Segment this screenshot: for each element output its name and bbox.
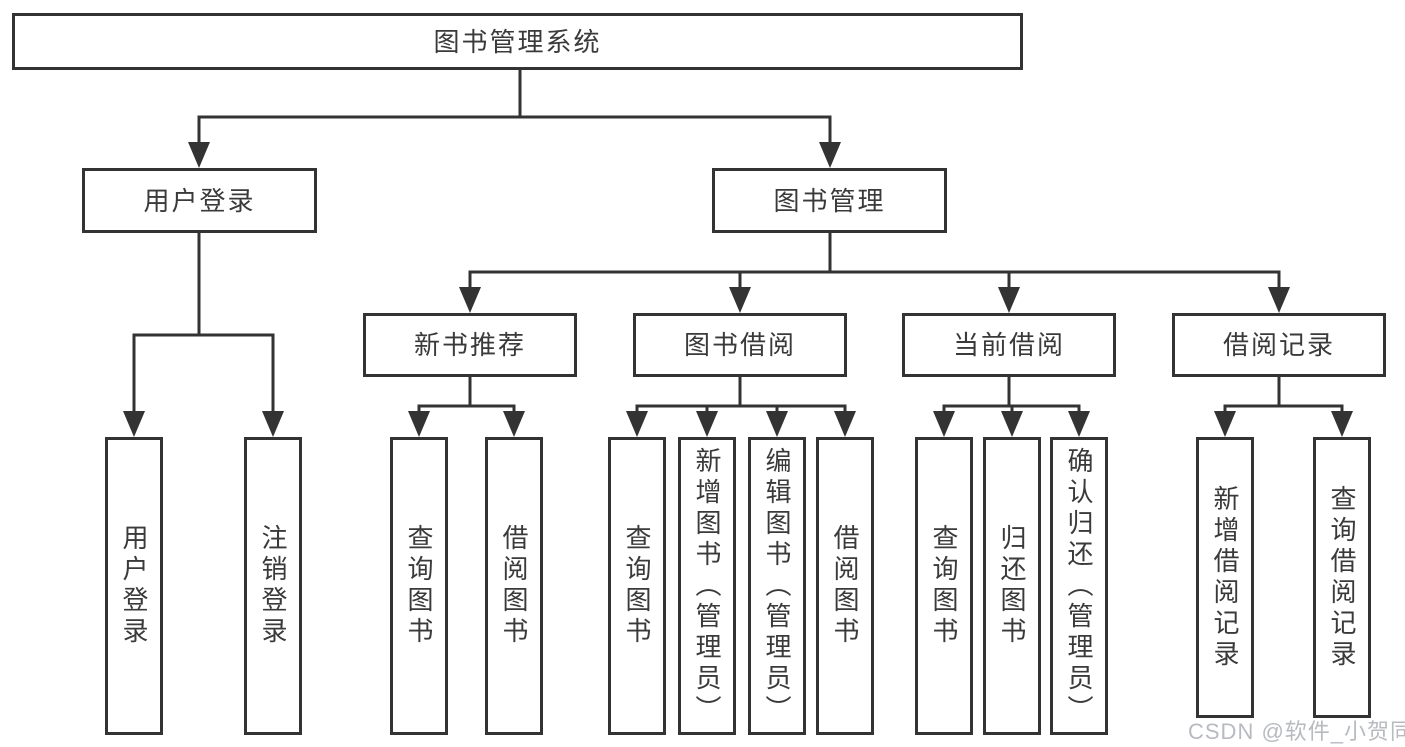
- node-label: 借阅记录: [1222, 330, 1335, 360]
- node-label: 查询图书: [404, 524, 434, 648]
- node-leaf-user-login: 用户登录: [105, 437, 163, 735]
- node-label: 查询借阅记录: [1327, 484, 1357, 671]
- node-leaf-query-books-recommend: 查询图书: [390, 437, 448, 735]
- node-leaf-edit-books-admin: 编辑图书（管理员）: [748, 437, 806, 735]
- node-current-borrowing: 当前借阅: [902, 313, 1116, 377]
- watermark-text: CSDN @软件_小贺同学: [1188, 719, 1405, 744]
- arrowhead-icon: [933, 411, 955, 437]
- arrowhead-icon: [1001, 411, 1023, 437]
- arrowhead-icon: [503, 411, 525, 437]
- arrowhead-icon: [819, 142, 841, 168]
- node-label: 新增借阅记录: [1210, 484, 1240, 671]
- node-label: 注销登录: [258, 524, 288, 648]
- node-label: 新书推荐: [413, 330, 526, 360]
- node-new-book-recommendation: 新书推荐: [363, 313, 577, 377]
- node-user-login: 用户登录: [82, 168, 317, 233]
- connector-new-book-recommendation: [408, 375, 525, 437]
- node-label: 图书借阅: [683, 330, 796, 360]
- node-leaf-add-borrow-record: 新增借阅记录: [1196, 437, 1254, 718]
- node-library-management-system: 图书管理系统: [12, 13, 1023, 70]
- node-label: 查询图书: [929, 524, 959, 648]
- node-label: 编辑图书（管理员）: [762, 446, 792, 726]
- arrowhead-icon: [998, 287, 1020, 313]
- arrowhead-icon: [459, 287, 481, 313]
- node-leaf-logout: 注销登录: [244, 437, 302, 735]
- connector-library-management-system: [188, 68, 841, 168]
- node-label: 用户登录: [143, 185, 256, 216]
- node-leaf-add-books-admin: 新增图书（管理员）: [678, 437, 736, 735]
- node-leaf-confirm-return-admin: 确认归还（管理员）: [1050, 437, 1108, 735]
- arrowhead-icon: [834, 411, 856, 437]
- node-borrowing-records: 借阅记录: [1172, 313, 1386, 377]
- node-leaf-query-books-current: 查询图书: [915, 437, 973, 735]
- node-leaf-return-books: 归还图书: [983, 437, 1041, 735]
- arrowhead-icon: [729, 287, 751, 313]
- node-leaf-query-borrow-record: 查询借阅记录: [1313, 437, 1371, 718]
- node-book-management: 图书管理: [712, 168, 947, 233]
- arrowhead-icon: [262, 411, 284, 437]
- arrowhead-icon: [766, 411, 788, 437]
- arrowhead-icon: [1068, 411, 1090, 437]
- connector-current-borrowing: [933, 375, 1090, 437]
- arrowhead-icon: [408, 411, 430, 437]
- node-label: 用户登录: [119, 524, 149, 648]
- node-label: 借阅图书: [499, 524, 529, 648]
- node-label: 新增图书（管理员）: [692, 446, 722, 726]
- connector-book-management: [459, 231, 1290, 313]
- node-label: 确认归还（管理员）: [1064, 446, 1094, 726]
- node-label: 当前借阅: [952, 330, 1065, 360]
- arrowhead-icon: [626, 411, 648, 437]
- connector-borrowing-records: [1214, 375, 1353, 437]
- arrowhead-icon: [188, 142, 210, 168]
- node-label: 图书管理: [773, 185, 886, 216]
- connector-book-borrowing: [626, 375, 856, 437]
- arrowhead-icon: [1331, 411, 1353, 437]
- node-label: 借阅图书: [830, 524, 860, 648]
- arrowhead-icon: [1214, 411, 1236, 437]
- node-label: 查询图书: [622, 524, 652, 648]
- node-leaf-borrow-books-borrowing: 借阅图书: [816, 437, 874, 735]
- node-leaf-query-books-borrowing: 查询图书: [608, 437, 666, 735]
- node-label: 图书管理系统: [433, 26, 602, 57]
- arrowhead-icon: [1268, 287, 1290, 313]
- arrowhead-icon: [123, 411, 145, 437]
- connector-user-login: [123, 231, 284, 437]
- node-label: 归还图书: [997, 524, 1027, 648]
- node-book-borrowing: 图书借阅: [633, 313, 847, 377]
- node-leaf-borrow-books-recommend: 借阅图书: [485, 437, 543, 735]
- arrowhead-icon: [696, 411, 718, 437]
